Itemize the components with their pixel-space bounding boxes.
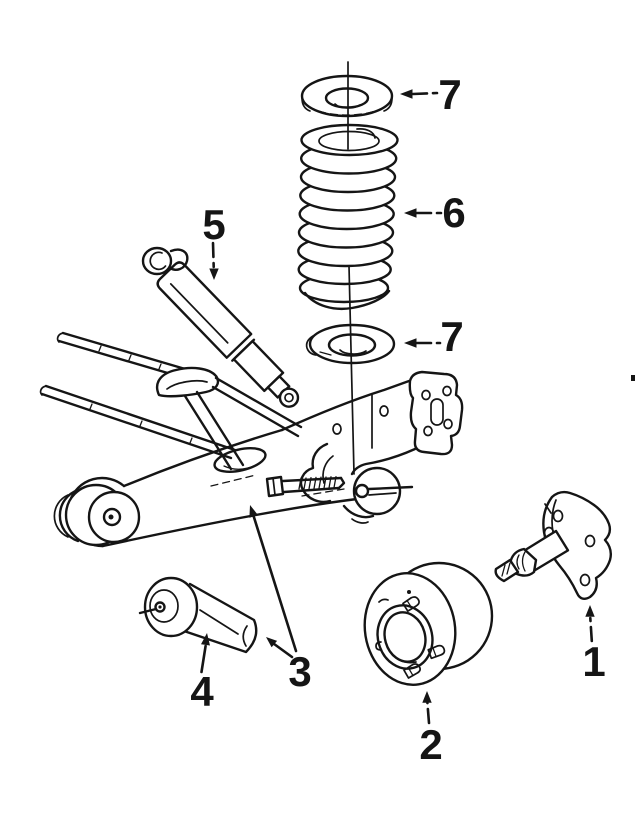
spring-shackle-bracket [155, 366, 220, 398]
pivot-bolt [265, 475, 346, 498]
stray-ink-dot [631, 375, 635, 381]
coil-spring [297, 123, 399, 310]
callout-label-6: 6 [442, 189, 465, 236]
callout-label-3: 3 [288, 648, 311, 695]
shock-clevis [278, 387, 300, 408]
arm-slot [213, 447, 267, 473]
frame-rails [39, 331, 237, 460]
spindle-shaft [494, 529, 570, 583]
shock-mount-plate [408, 370, 464, 456]
shock-eye [141, 246, 189, 276]
hub-bore [376, 604, 434, 670]
wheel-studs [375, 590, 446, 679]
spindle-assembly [494, 490, 613, 600]
callouts: 7 6 7 5 3 4 [190, 71, 605, 768]
spindle-bracket-plate [542, 490, 613, 600]
bushing-ring [143, 576, 199, 638]
callout-arrow-4 [200, 633, 210, 674]
callout-arrow-6 [404, 208, 443, 218]
bracket-link [211, 376, 303, 438]
hub-mount-flange [352, 466, 402, 516]
rear-hub [363, 561, 494, 686]
plate-slot [430, 398, 444, 426]
arm-bushing-part [138, 576, 258, 654]
spring-centerline [347, 61, 355, 475]
arm-front-bushing-eye [53, 483, 141, 547]
callout-label-2: 2 [419, 721, 442, 768]
hub-flange [363, 572, 457, 686]
axle-beam [280, 370, 464, 476]
callout-label-1: 1 [582, 638, 605, 685]
callout-label-4: 4 [190, 668, 214, 715]
shock-absorber [141, 246, 300, 408]
shock-body [156, 261, 300, 408]
callout-label-7-lower: 7 [440, 313, 463, 360]
upper-spring-insulator [300, 74, 394, 118]
callout-arrow-3 [249, 505, 298, 659]
callout-arrow-1 [585, 605, 595, 643]
callout-arrow-5 [209, 241, 219, 280]
bracket-strut [183, 390, 245, 471]
plate-holes [421, 385, 453, 437]
spring-seat [299, 442, 414, 524]
bushing-sleeve [179, 582, 258, 654]
callout-arrow-7-upper [400, 89, 439, 99]
callout-label-5: 5 [202, 201, 225, 248]
callout-arrow-7-lower [404, 338, 442, 348]
callout-arrow-2 [422, 691, 432, 725]
callout-label-7-upper: 7 [438, 71, 461, 118]
